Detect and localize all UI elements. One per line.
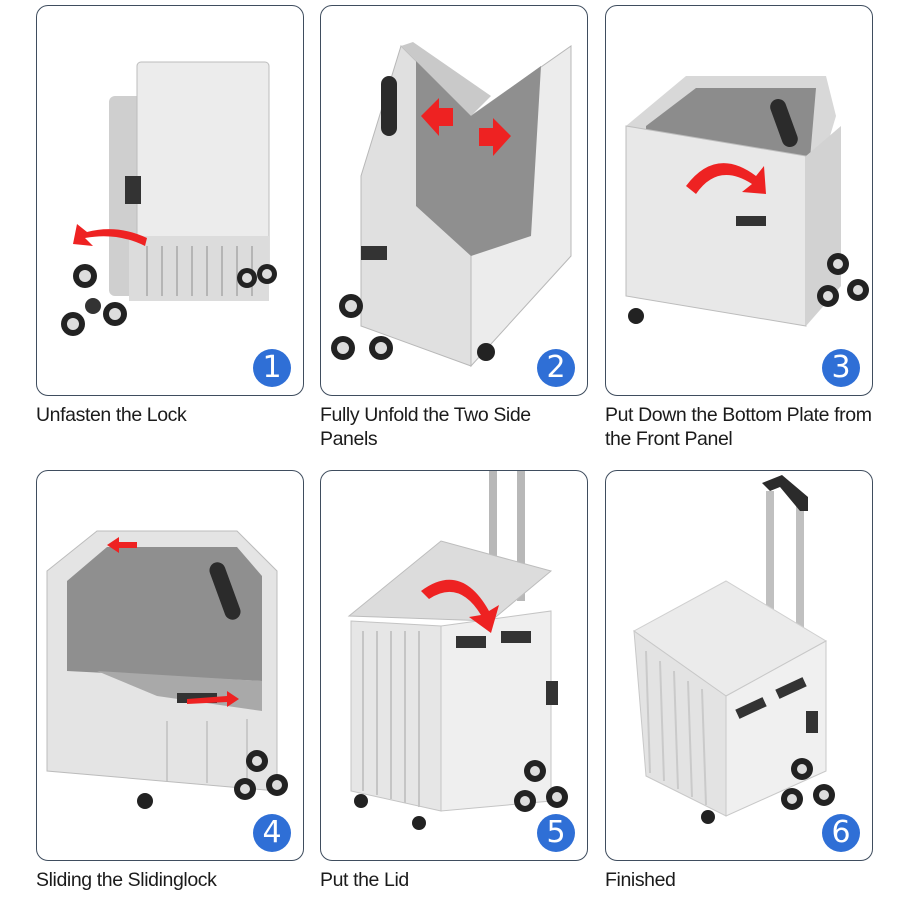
cart-sliding-lock-illustration	[46, 530, 288, 809]
step-caption: Sliding the Slidinglock	[36, 869, 217, 891]
step-number-badge: 4	[253, 814, 291, 852]
step-panel: 3	[605, 5, 873, 396]
step-number-badge: 6	[822, 814, 860, 852]
step-panel: 5	[320, 470, 588, 861]
step-caption: Put Down the Bottom Plate from the Front…	[605, 404, 872, 450]
step-panel: 1	[36, 5, 304, 396]
cart-folded-illustration	[61, 61, 277, 336]
step-panel: 4	[36, 470, 304, 861]
cart-unfolding-illustration	[331, 42, 572, 368]
stair-wheel-icon	[61, 264, 127, 336]
step-number-badge: 3	[822, 349, 860, 387]
step-panel: 6	[605, 470, 873, 861]
cart-lid-illustration	[347, 471, 568, 830]
step-caption: Put the Lid	[320, 869, 409, 891]
step-number-badge: 1	[253, 349, 291, 387]
step-number-badge: 2	[537, 349, 575, 387]
step-caption: Fully Unfold the Two Side Panels	[320, 404, 531, 450]
step-caption: Unfasten the Lock	[36, 404, 187, 426]
cart-bottom-plate-illustration	[625, 76, 869, 327]
step-panel: 2	[320, 5, 588, 396]
step-number-badge: 5	[537, 814, 575, 852]
cart-finished-illustration	[633, 475, 835, 824]
step-caption: Finished	[605, 869, 676, 891]
